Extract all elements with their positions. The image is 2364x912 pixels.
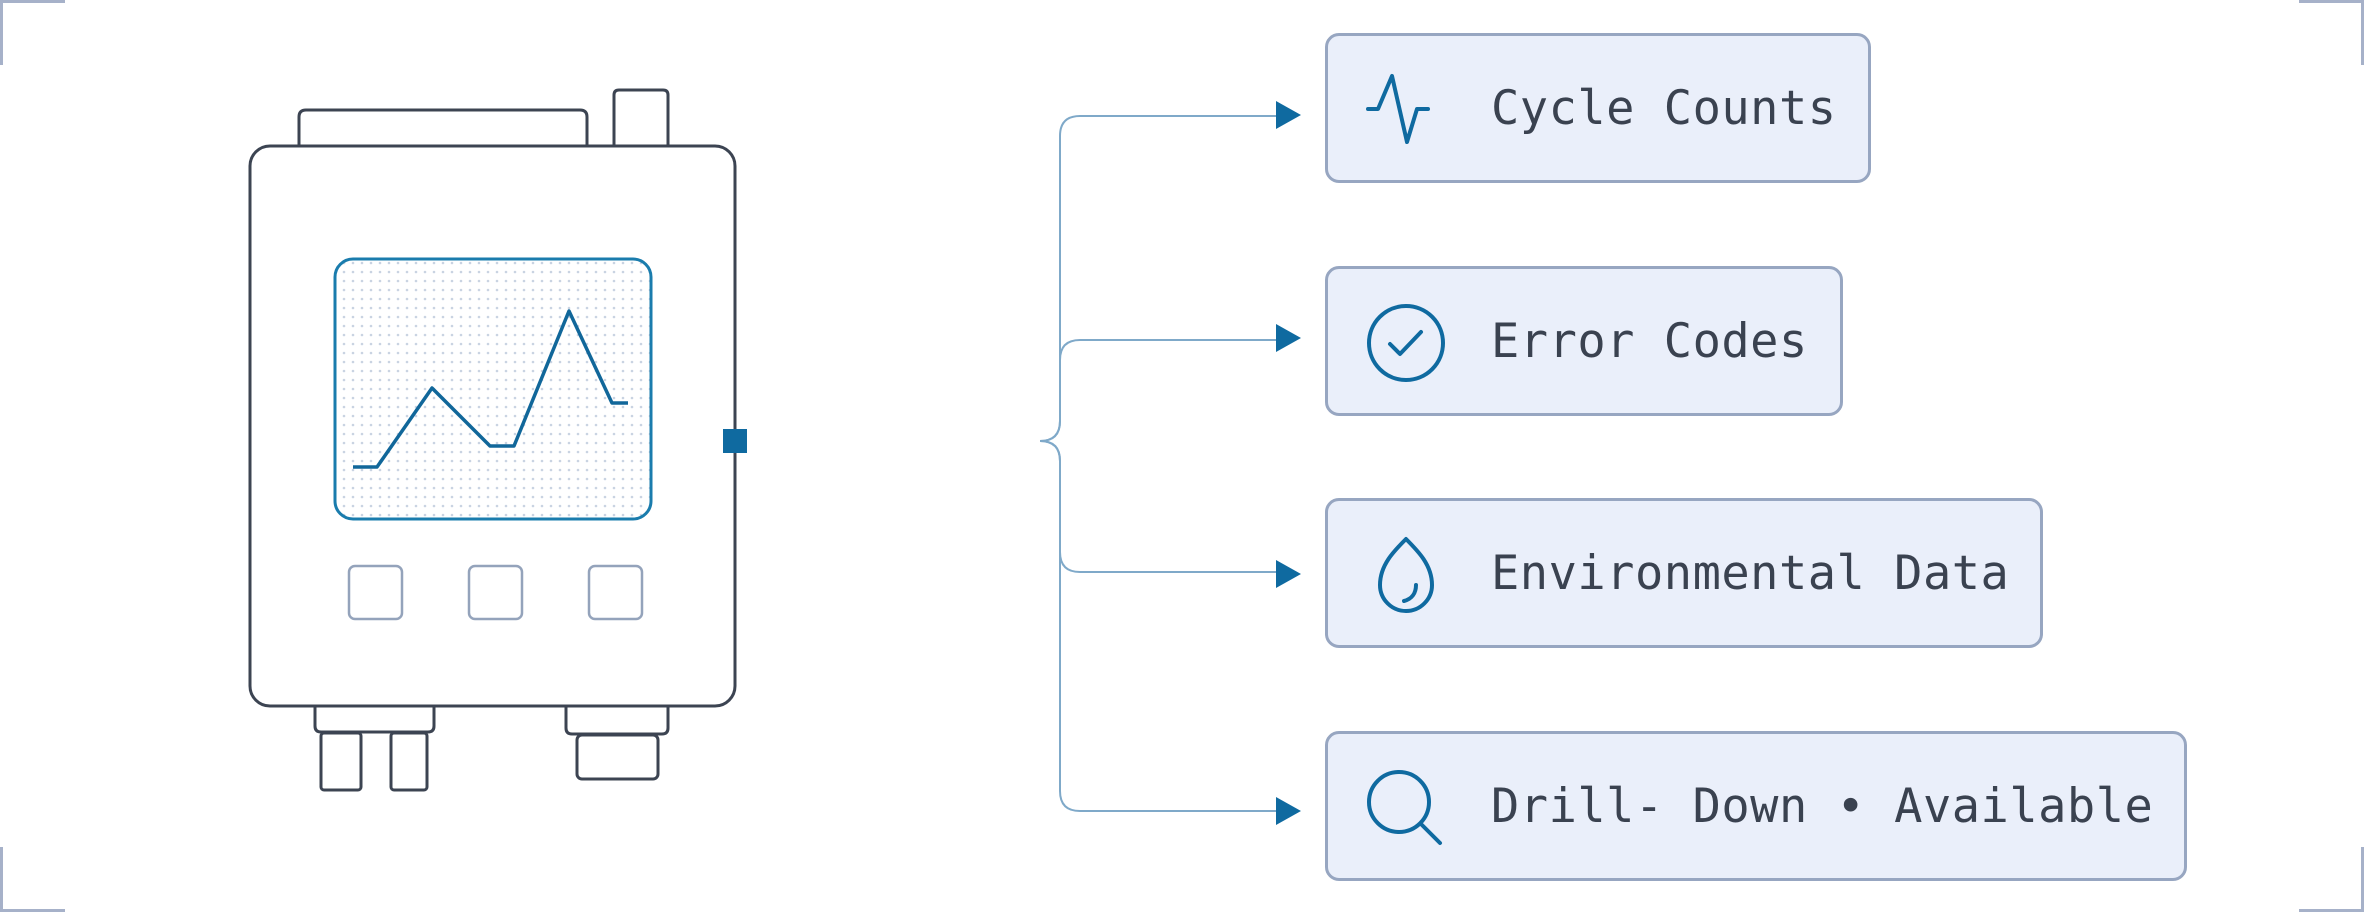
- device-buttons: [347, 564, 644, 621]
- search-icon: [1367, 770, 1442, 845]
- output-port: [723, 429, 747, 453]
- device-screen: [333, 257, 653, 521]
- output-card-drill-down[interactable]: Drill- Down • Available: [1325, 731, 2187, 881]
- arrow-2: [1276, 324, 1301, 352]
- device-plug-left-a: [319, 731, 363, 792]
- screen-trend-line: [353, 309, 628, 469]
- output-card-error-codes: Error Codes: [1325, 266, 1843, 416]
- arrow-3: [1276, 560, 1301, 588]
- device-button-2[interactable]: [467, 564, 524, 621]
- device-plug-left-b: [389, 731, 429, 792]
- connector-arrows: [1276, 101, 1301, 825]
- output-label: Error Codes: [1491, 313, 1808, 369]
- output-card-cycle-counts: Cycle Counts: [1325, 33, 1871, 183]
- device-bottom-connector-left: [313, 706, 436, 734]
- device-top-handle: [297, 108, 589, 145]
- output-label: Cycle Counts: [1491, 80, 1837, 136]
- output-label: Drill- Down • Available: [1491, 778, 2154, 834]
- frame-corner-top-left: [0, 0, 65, 65]
- pulse-icon: [1366, 74, 1430, 144]
- device-button-3[interactable]: [587, 564, 644, 621]
- frame-corner-bottom-right: [2299, 847, 2364, 912]
- device-antenna: [612, 88, 670, 145]
- device-button-1[interactable]: [347, 564, 404, 621]
- frame-corner-bottom-left: [0, 847, 65, 912]
- arrow-4: [1276, 797, 1301, 825]
- water-drop-icon: [1378, 537, 1434, 613]
- connector-lines: [747, 115, 1280, 812]
- output-card-environmental-data: Environmental Data: [1325, 498, 2043, 648]
- check-circle-icon: [1367, 304, 1445, 382]
- arrow-1: [1276, 101, 1301, 129]
- frame-corner-top-right: [2299, 0, 2364, 65]
- output-label: Environmental Data: [1491, 545, 2010, 601]
- device-plug-right: [575, 733, 660, 781]
- device-bottom-connector-right: [564, 706, 670, 736]
